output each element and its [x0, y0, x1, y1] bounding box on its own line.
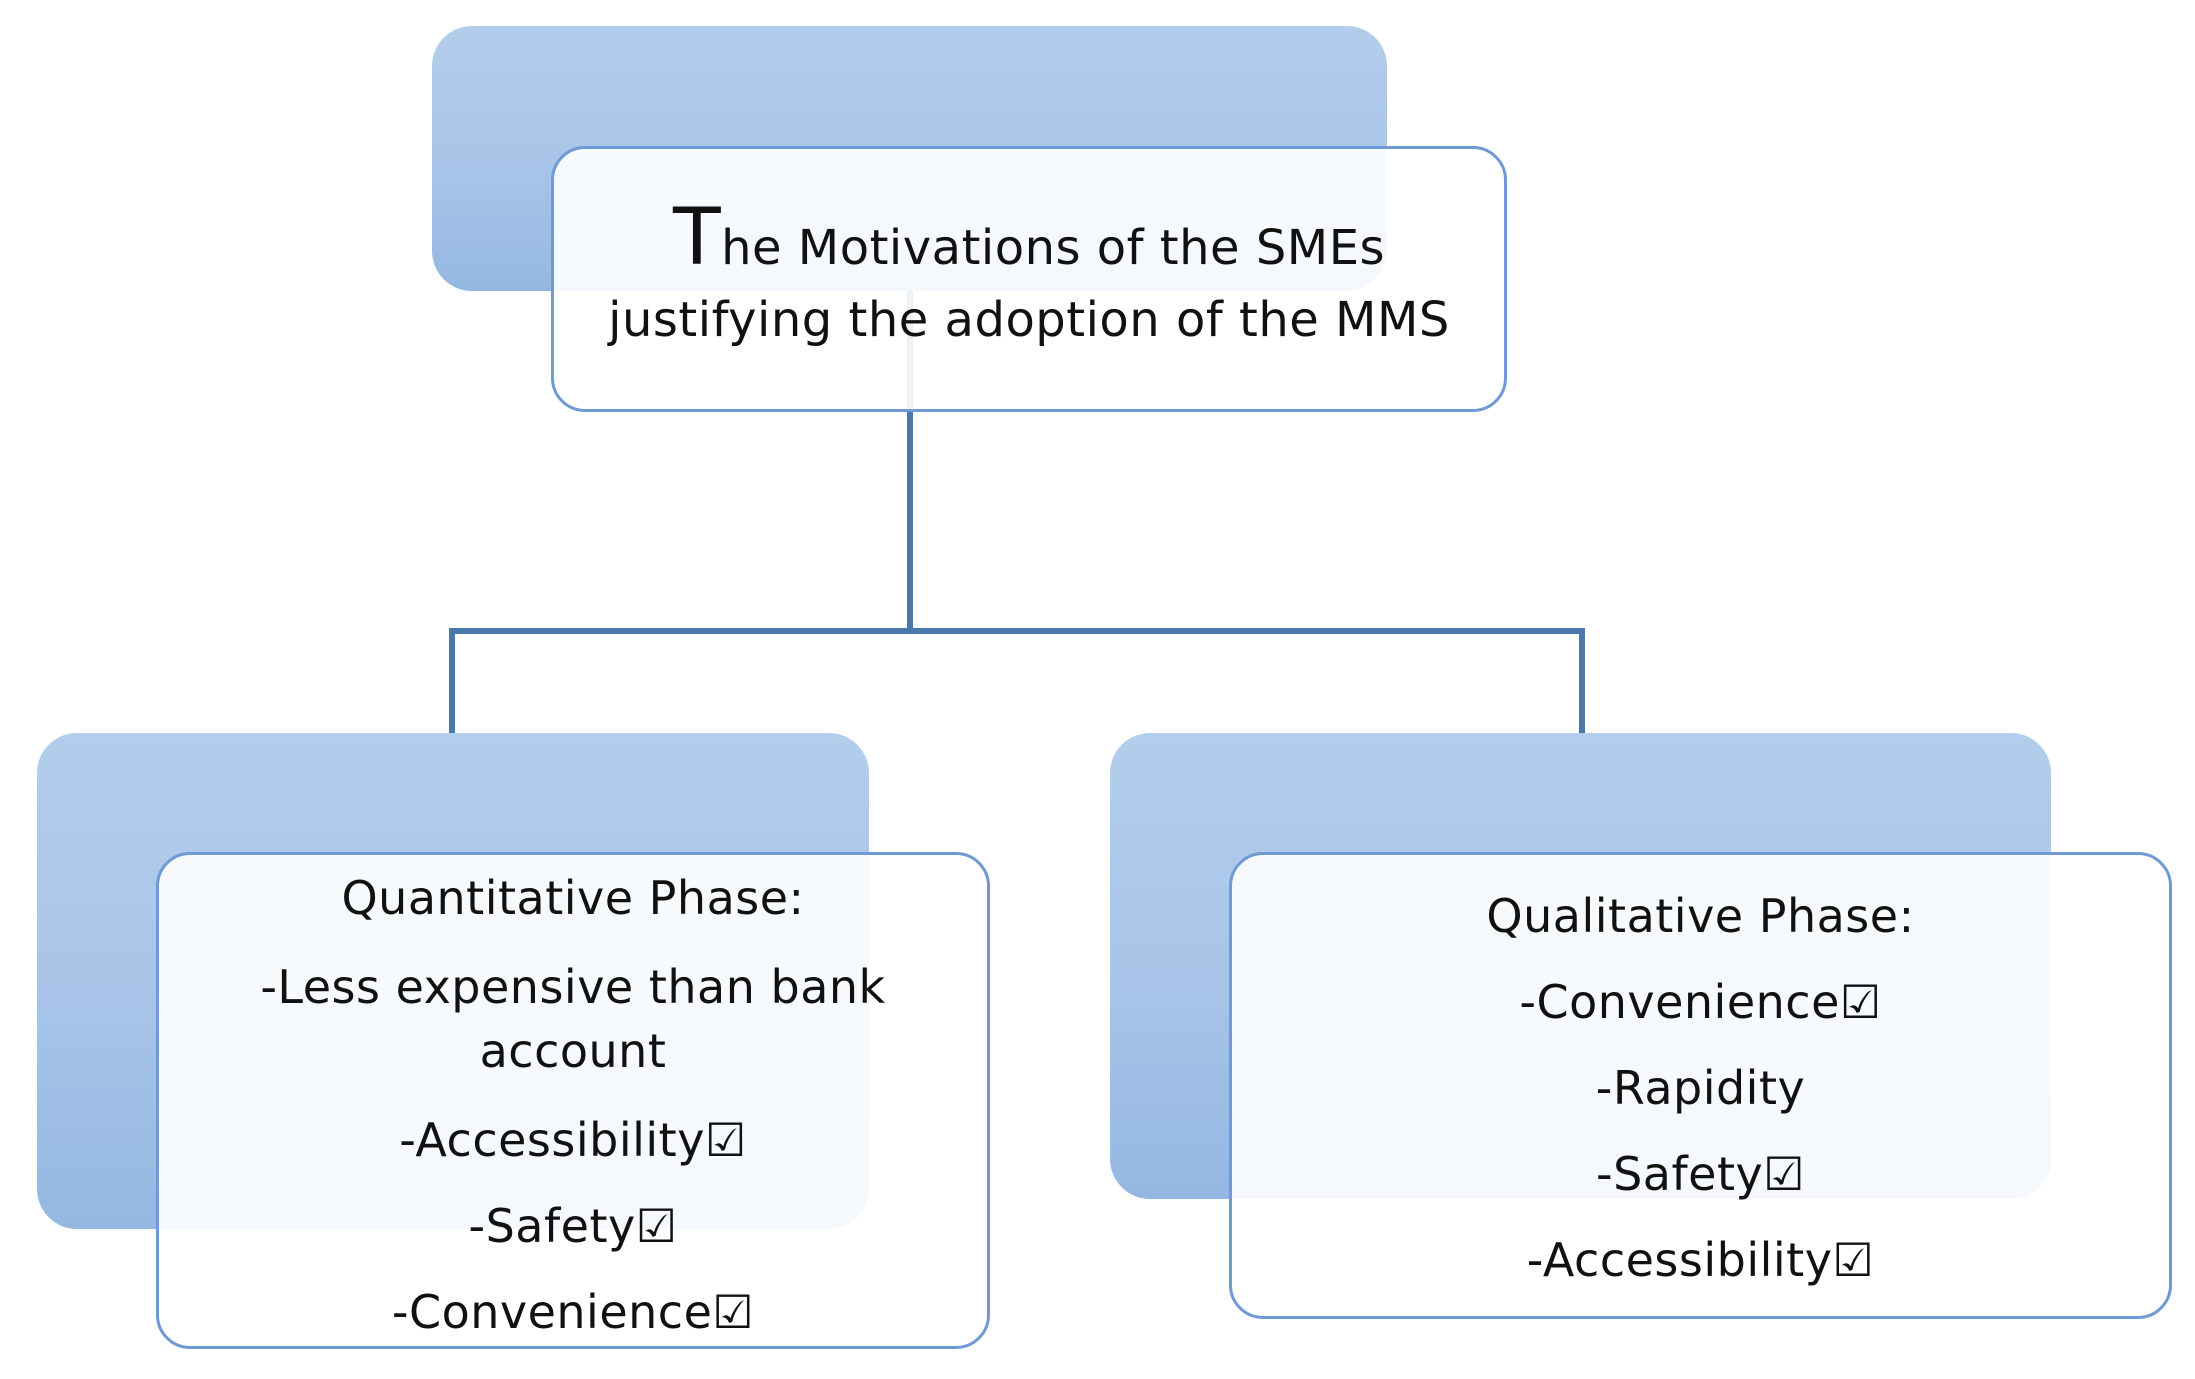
qualitative-node: Qualitative Phase: -Convenience☑ -Rapidi… [1229, 852, 2172, 1319]
connector-root-vertical [907, 290, 913, 634]
root-title-line1: The Motivations of the SMEs [673, 199, 1386, 284]
quantitative-item-convenience: -Convenience☑ [392, 1283, 754, 1341]
qualitative-item-safety-label: -Safety [1596, 1147, 1764, 1201]
quantitative-item-accessibility-label: -Accessibility [399, 1113, 705, 1167]
qualitative-item-accessibility: -Accessibility☑ [1527, 1231, 1874, 1289]
quantitative-node: Quantitative Phase: -Less expensive than… [156, 852, 990, 1349]
qualitative-title: Qualitative Phase: [1486, 889, 1915, 943]
checkbox-checked-icon: ☑ [712, 1285, 755, 1339]
checkbox-checked-icon: ☑ [635, 1199, 678, 1253]
qualitative-item-safety: -Safety☑ [1596, 1145, 1805, 1203]
quantitative-item-less-expensive: -Less expensive than bank account [260, 955, 885, 1083]
checkbox-checked-icon: ☑ [1763, 1147, 1805, 1201]
quantitative-item-safety: -Safety☑ [469, 1197, 678, 1255]
quantitative-item-accessibility: -Accessibility☑ [399, 1111, 746, 1169]
qualitative-item-rapidity-label: -Rapidity [1595, 1061, 1806, 1115]
quantitative-title: Quantitative Phase: [341, 871, 805, 925]
root-title-first-letter: T [672, 193, 722, 283]
checkbox-checked-icon: ☑ [704, 1113, 747, 1167]
root-title-line1-rest: he Motivations of the SMEs [721, 220, 1386, 276]
connector-right-drop [1579, 628, 1585, 734]
qualitative-item-convenience-label: -Convenience [1519, 975, 1840, 1029]
qualitative-item-convenience: -Convenience☑ [1519, 973, 1881, 1031]
connector-horizontal [449, 628, 1585, 634]
connector-left-drop [449, 628, 455, 734]
root-node: The Motivations of the SMEs justifying t… [551, 146, 1507, 412]
qualitative-item-rapidity: -Rapidity [1596, 1059, 1805, 1117]
quantitative-item-less-expensive-line1: -Less expensive than bank [260, 960, 886, 1014]
quantitative-item-safety-label: -Safety [468, 1199, 636, 1253]
checkbox-checked-icon: ☑ [1839, 975, 1882, 1029]
root-title-line2: justifying the adoption of the MMS [608, 292, 1450, 348]
checkbox-checked-icon: ☑ [1832, 1233, 1875, 1287]
qualitative-item-accessibility-label: -Accessibility [1526, 1233, 1833, 1287]
quantitative-item-convenience-label: -Convenience [391, 1285, 713, 1339]
quantitative-item-less-expensive-line2: account [479, 1024, 667, 1078]
